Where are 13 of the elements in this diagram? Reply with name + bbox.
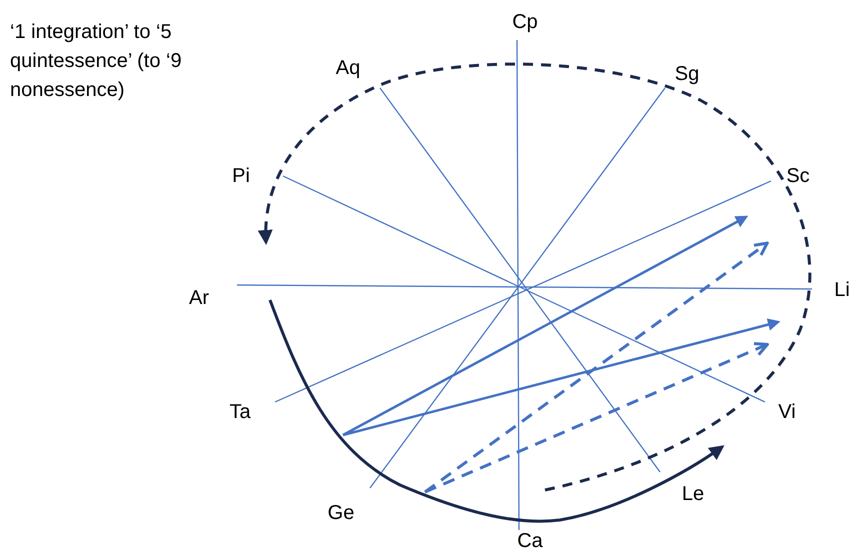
note-text: ‘1 integration’ to ‘5 quintessence’ (to ‘9 nonessence) [10, 20, 183, 103]
sign-label: Le [682, 482, 704, 506]
sign-label: Sc [786, 164, 810, 188]
sign-label: Ca [517, 529, 543, 553]
sign-label: Ar [189, 286, 209, 310]
sign-label: Cp [512, 10, 538, 34]
sign-label: Sg [674, 62, 700, 86]
sign-label: Li [834, 278, 850, 302]
sign-label: Aq [336, 56, 360, 80]
sign-label: Vi [778, 400, 796, 424]
sign-label: Pi [232, 164, 250, 188]
sign-label: Ge [328, 501, 354, 525]
sign-label: Ta [229, 400, 251, 424]
